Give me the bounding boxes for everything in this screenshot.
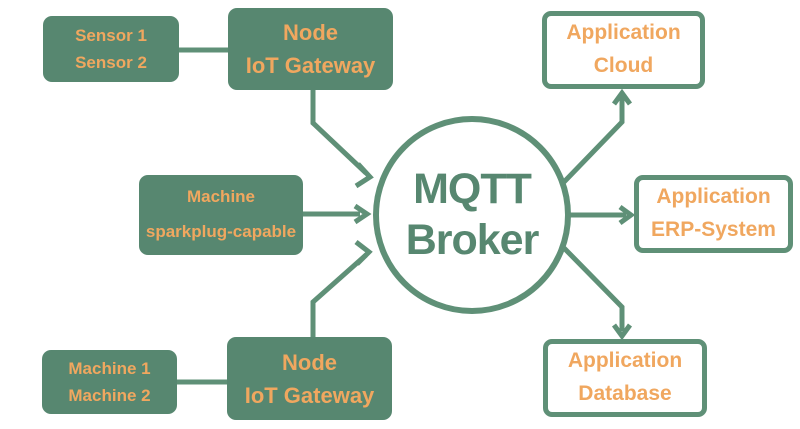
node-gateway-top: Node IoT Gateway (228, 8, 393, 90)
edge-gateway-bottom-to-broker (310, 253, 368, 339)
arrowhead-cloud-icon (611, 88, 633, 106)
arrowhead-gateway-top-icon (354, 162, 374, 189)
app-erp-line1: Application (656, 185, 771, 209)
node-app-cloud: Application Cloud (542, 11, 705, 89)
machine-group-line1: Machine 1 (68, 358, 151, 378)
sensor-group-line2: Sensor 2 (75, 53, 147, 72)
node-app-database: Application Database (543, 339, 707, 417)
gateway-bottom-line1: Node (282, 349, 337, 375)
gateway-top-line1: Node (283, 20, 338, 45)
broker-line2: Broker (405, 216, 540, 264)
machine-sparkplug-line1: Machine (186, 187, 256, 207)
edge-broker-to-cloud (562, 97, 625, 184)
app-database-line1: Application (567, 349, 683, 373)
broker-line1: MQTT (413, 165, 532, 214)
sensor-group-line1: Sensor 1 (75, 25, 147, 45)
node-app-erp: Application ERP-System (634, 175, 793, 253)
edge-gateway-top-to-broker (310, 90, 368, 175)
node-gateway-bottom: Node IoT Gateway (227, 337, 392, 420)
arrowhead-database-icon (611, 323, 633, 341)
arrowhead-erp-icon (618, 204, 636, 226)
machine-sparkplug-line2: sparkplug-capable (145, 222, 297, 241)
gateway-top-line2: IoT Gateway (245, 53, 376, 78)
node-machine-sparkplug: Machine sparkplug-capable (139, 175, 303, 255)
machine-group-line2: Machine 2 (68, 386, 151, 405)
edge-broker-to-database (562, 246, 625, 331)
app-erp-line2: ERP-System (651, 218, 776, 241)
arrowhead-gateway-bottom-icon (354, 240, 373, 266)
app-database-line2: Database (578, 382, 672, 405)
app-cloud-line1: Application (566, 21, 681, 45)
gateway-bottom-line2: IoT Gateway (244, 382, 375, 408)
node-sensor-group: Sensor 1 Sensor 2 (43, 16, 179, 82)
app-cloud-line2: Cloud (593, 54, 654, 77)
node-mqtt-broker: MQTT Broker (373, 116, 571, 314)
node-machine-group: Machine 1 Machine 2 (42, 350, 177, 414)
arrowhead-machine-sparkplug-icon (353, 203, 372, 225)
